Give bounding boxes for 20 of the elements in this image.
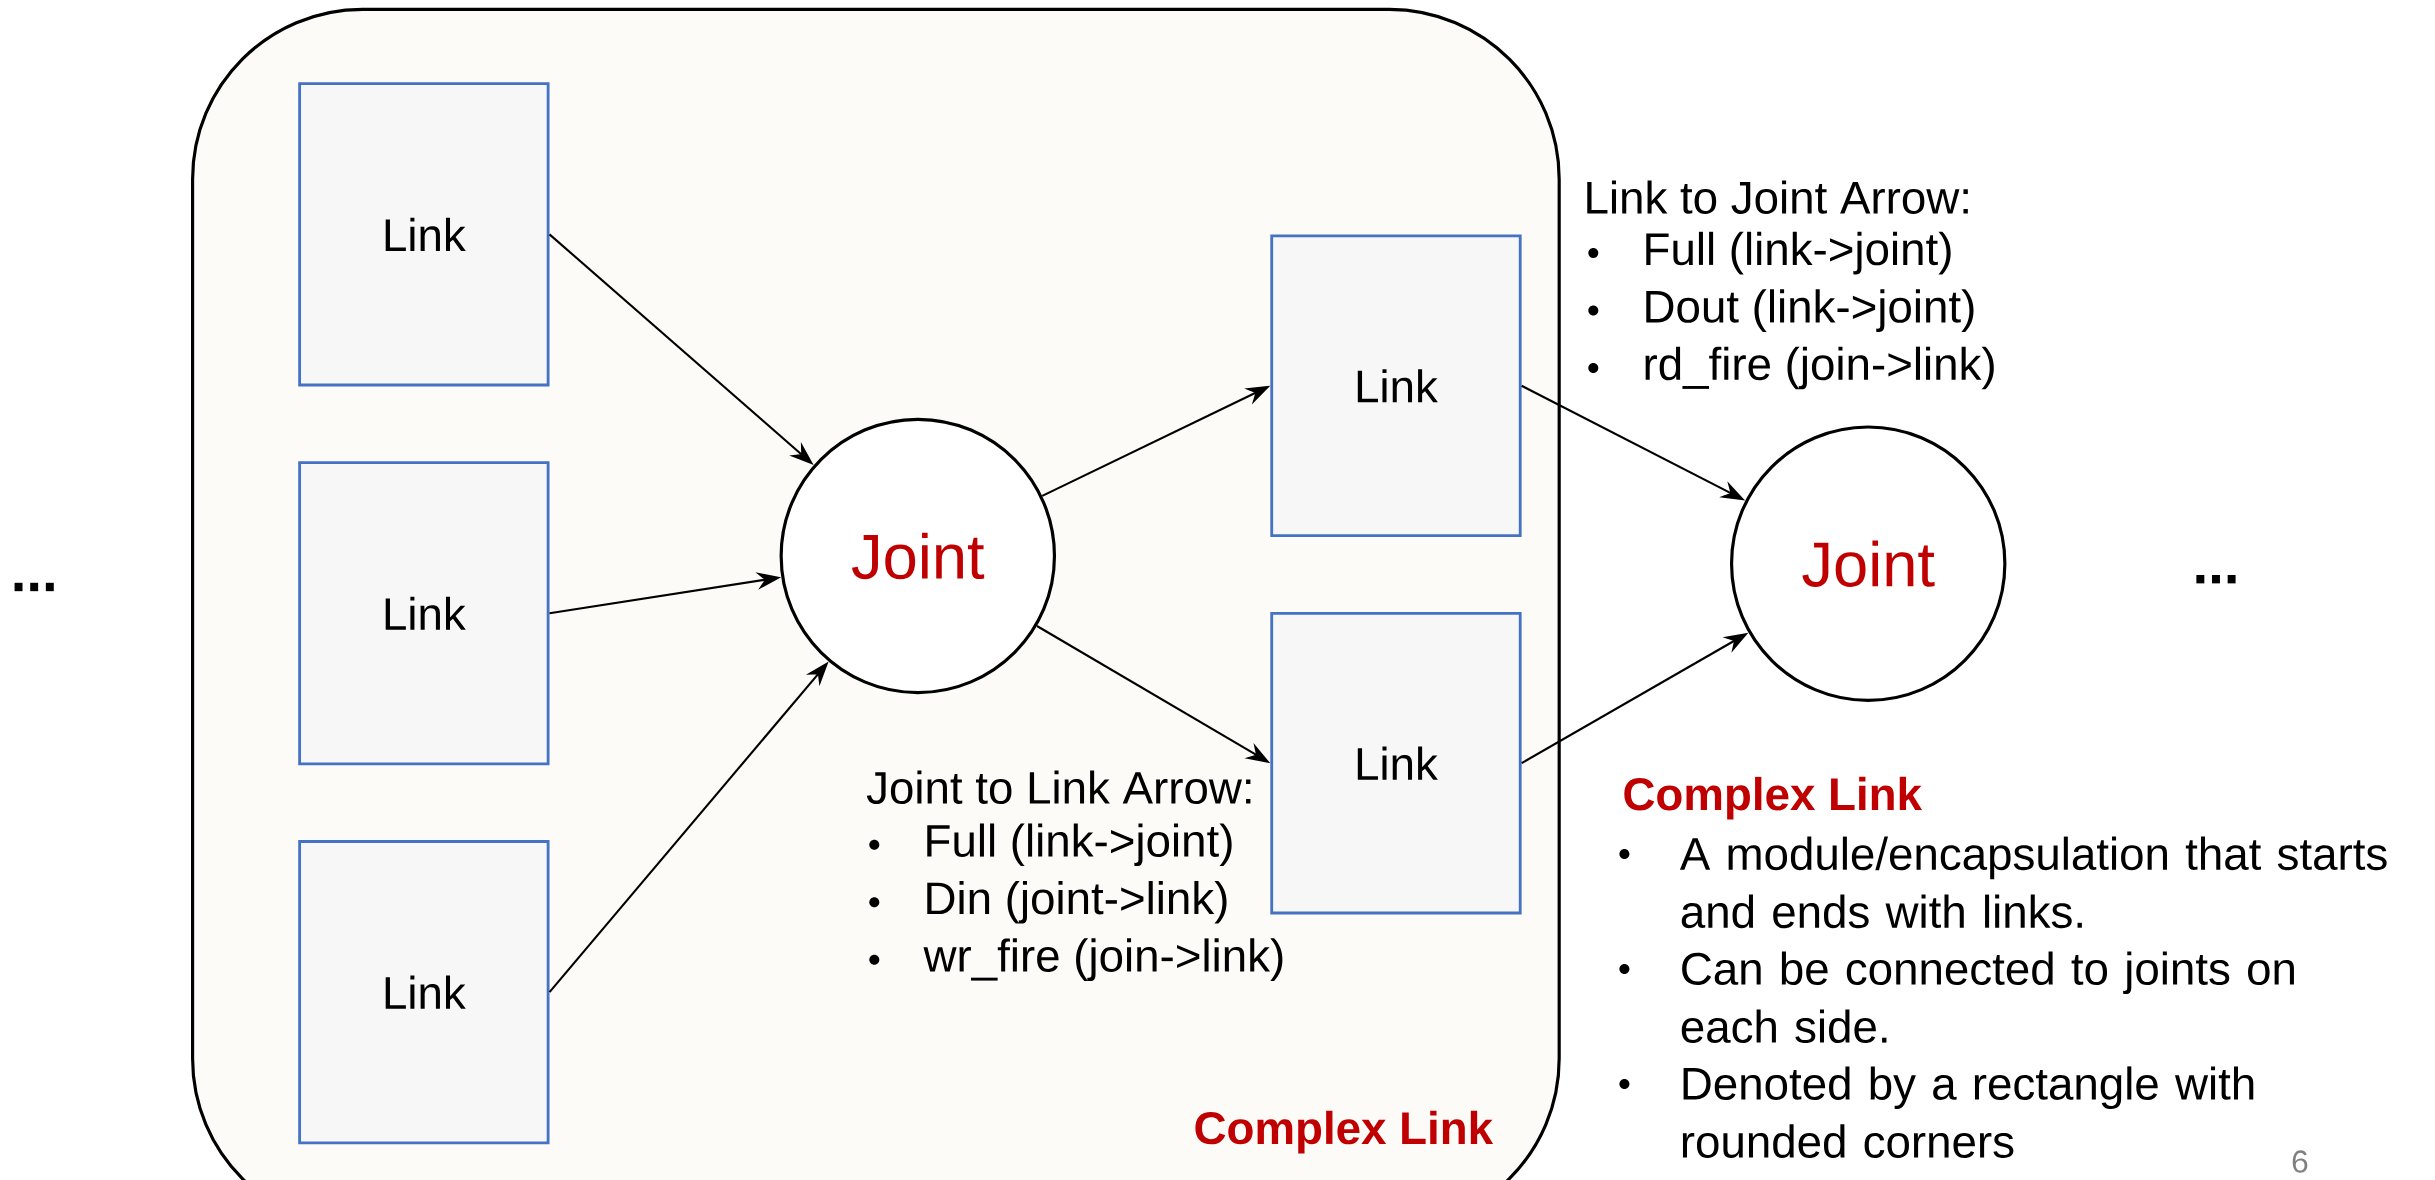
- link-box: Link: [298, 82, 550, 387]
- bullet-item: wr_fire (join->link): [869, 938, 1283, 981]
- bullet-item: Can be connected to joints on each side.: [1619, 951, 2294, 1043]
- ellipsis: ...: [2196, 574, 2236, 584]
- bullet-item: Full (link->joint): [1588, 231, 1951, 275]
- ellipsis: ...: [14, 582, 54, 592]
- link-box: Link: [298, 840, 550, 1145]
- bullet-item: Denoted by a rectangle with rounded corners: [1619, 1066, 2254, 1158]
- list-heading: Joint to Link Arrow:: [866, 770, 1251, 804]
- bullet-item: rd_fire (join->link): [1588, 346, 1994, 390]
- list-heading: Link to Joint Arrow:: [1587, 180, 1968, 214]
- link-box: Link: [1270, 234, 1522, 537]
- list-heading: Complex Link: [1624, 776, 1923, 820]
- bullet-item: Full (link->joint): [869, 823, 1232, 866]
- link-box: Link: [298, 461, 550, 766]
- page-number: 6: [2292, 1150, 2308, 1173]
- bullet-item: Dout (link->joint): [1588, 289, 1974, 332]
- bullet-item: Din (joint->link): [869, 880, 1227, 924]
- bullet-item: A module/encapsulation that starts and ends with links.: [1619, 836, 2387, 929]
- link-box: Link: [1270, 611, 1522, 915]
